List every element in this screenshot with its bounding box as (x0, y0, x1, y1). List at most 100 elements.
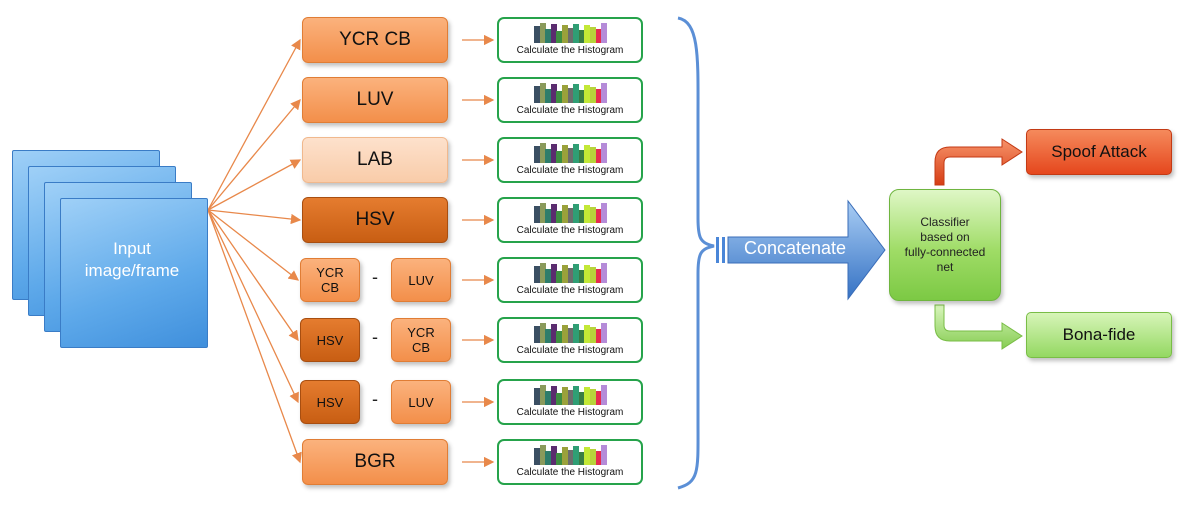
histogram-bar (573, 446, 580, 465)
histogram-bar (562, 447, 568, 465)
histogram-bar (573, 386, 580, 405)
histogram-bar (578, 30, 585, 43)
histogram-bar (550, 204, 557, 223)
input-image-label: Input image/frame (84, 239, 180, 280)
histogram-bar (595, 329, 602, 343)
histogram-bar (584, 447, 591, 465)
histogram-bar (573, 24, 580, 43)
histogram-bar (562, 205, 568, 223)
input-connector-arrow (207, 38, 301, 211)
histogram-bar (601, 23, 608, 43)
input-connector-arrow (207, 99, 301, 211)
histogram-bar (601, 143, 608, 163)
concatenate-brace (677, 16, 715, 490)
histogram-bar (590, 389, 596, 405)
histogram-bar (550, 324, 557, 343)
concatenate-arrow-icon (716, 199, 886, 301)
histogram-box: Calculate the Histogram (497, 379, 643, 425)
histogram-bar (573, 264, 580, 283)
histogram-bar (562, 325, 568, 343)
histogram-box: Calculate the Histogram (497, 137, 643, 183)
color-space-box-left: YCR CB (300, 258, 360, 302)
histogram-bar (545, 391, 552, 405)
classifier-label: Classifier based on fully-connected net (904, 215, 986, 274)
histogram-bar (550, 264, 557, 283)
histogram-bar (590, 207, 596, 223)
histogram-bar (584, 325, 591, 343)
histogram-bar (601, 445, 608, 465)
histogram-label: Calculate the Histogram (516, 467, 624, 478)
histogram-bar (556, 31, 563, 43)
histogram-bar (556, 271, 563, 283)
histogram-bar (601, 323, 608, 343)
histogram-bar (567, 88, 574, 103)
histogram-bar (534, 388, 540, 405)
bona-fide-label: Bona-fide (1062, 325, 1136, 344)
histogram-label: Calculate the Histogram (516, 45, 624, 56)
histogram-bar (573, 204, 580, 223)
histogram-bar (578, 330, 585, 343)
input-image-stack-icon (0, 0, 210, 360)
color-space-box-right: LUV (391, 380, 451, 424)
histogram-bar (534, 448, 540, 465)
histogram-bars-icon (534, 323, 608, 343)
histogram-bar (556, 331, 563, 343)
histogram-bar (550, 446, 557, 465)
color-space-box-right: LUV (391, 258, 451, 302)
histogram-bar (590, 449, 596, 465)
histogram-bar (573, 324, 580, 343)
histogram-bar (595, 209, 602, 223)
histogram-bars-icon (534, 143, 608, 163)
histogram-bar (595, 391, 602, 405)
histogram-bar (601, 203, 608, 223)
color-space-box-left: HSV (300, 318, 360, 362)
histogram-bar (590, 267, 596, 283)
histogram-bar (595, 89, 602, 103)
histogram-bar (590, 87, 596, 103)
histogram-bar (567, 390, 574, 405)
input-connector-arrow (207, 159, 302, 211)
histogram-bar (539, 323, 546, 343)
histogram-label: Calculate the Histogram (516, 165, 624, 176)
histogram-bar (539, 23, 546, 43)
histogram-bar (562, 145, 568, 163)
input-connector-arrow (207, 209, 300, 281)
bona-fide-arrow-icon (934, 304, 1023, 350)
histogram-bar (562, 387, 568, 405)
histogram-box: Calculate the Histogram (497, 197, 643, 243)
difference-operator: - (372, 389, 378, 409)
histogram-bar (556, 453, 563, 465)
color-space-box: BGR (302, 439, 448, 485)
histogram-bar (562, 265, 568, 283)
histogram-bars-icon (534, 445, 608, 465)
histogram-bar (545, 451, 552, 465)
histogram-bar (578, 392, 585, 405)
histogram-bar (578, 210, 585, 223)
histogram-bar (539, 83, 546, 103)
histogram-bar (534, 86, 540, 103)
histogram-bar (573, 84, 580, 103)
histogram-bar (595, 149, 602, 163)
histogram-bar (567, 328, 574, 343)
histogram-bar (556, 91, 563, 103)
histogram-bar (595, 269, 602, 283)
histogram-bar (578, 90, 585, 103)
color-space-box-left: HSV (300, 380, 360, 424)
input-connector-arrow (207, 209, 302, 464)
classifier-box: Classifier based on fully-connected net (889, 189, 1001, 301)
histogram-bar (584, 85, 591, 103)
histogram-bar (590, 27, 596, 43)
histogram-bar (550, 144, 557, 163)
concatenate-label: Concatenate (743, 238, 847, 258)
histogram-label: Calculate the Histogram (516, 225, 624, 236)
histogram-bars-icon (534, 385, 608, 405)
histogram-bars-icon (534, 203, 608, 223)
histogram-bar (601, 263, 608, 283)
histogram-box: Calculate the Histogram (497, 257, 643, 303)
histogram-bar (584, 145, 591, 163)
histogram-bar (584, 205, 591, 223)
histogram-bar (567, 268, 574, 283)
histogram-bar (545, 89, 552, 103)
histogram-bar (601, 83, 608, 103)
